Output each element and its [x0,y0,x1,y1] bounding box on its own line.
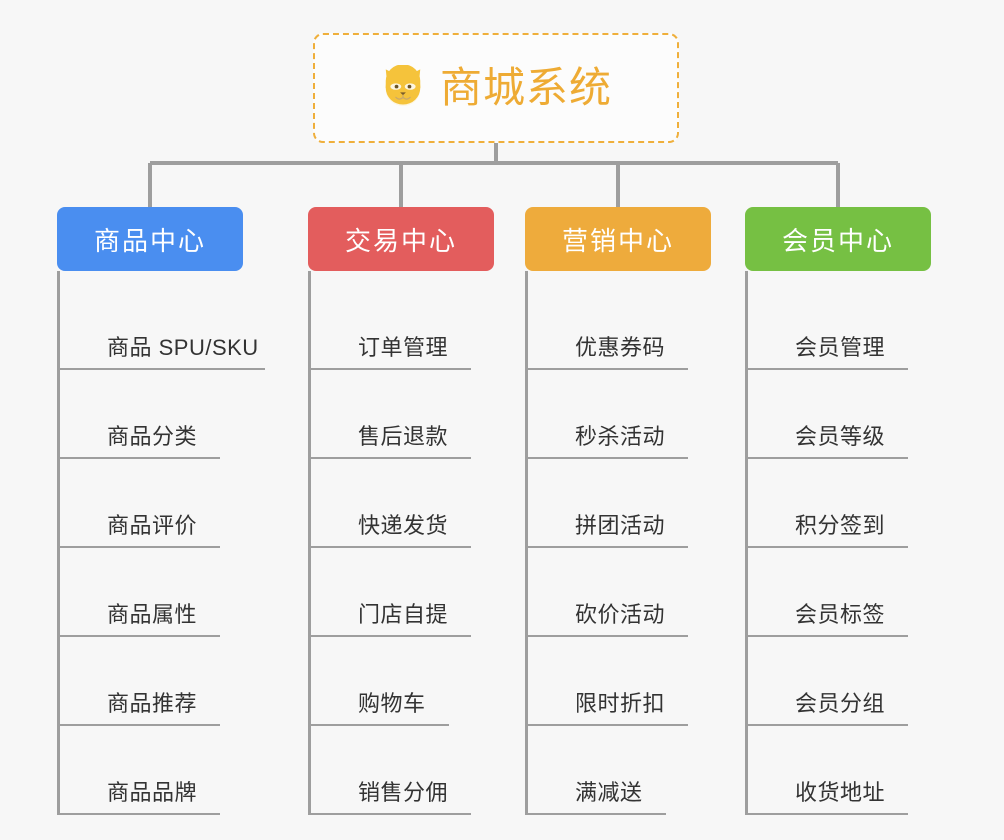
leaf-label: 商品 SPU/SKU [107,335,259,360]
category-box-2[interactable]: 营销中心 [525,207,711,271]
leaf-label: 拼团活动 [575,513,666,538]
leaf-label: 会员分组 [795,691,886,716]
leaf-item[interactable]: 优惠券码 [528,281,755,370]
leaf-item[interactable]: 拼团活动 [528,459,755,548]
leaf-underline [748,368,908,370]
leaf-item[interactable]: 销售分佣 [311,726,538,815]
category-box-0[interactable]: 商品中心 [57,207,243,271]
leaf-underline [748,813,908,815]
leaf-underline [748,457,908,459]
leaf-item[interactable]: 商品推荐 [60,637,287,726]
leaf-underline [748,546,908,548]
leaf-label: 限时折扣 [575,691,666,716]
leaf-item[interactable]: 秒杀活动 [528,370,755,459]
leaf-item[interactable]: 会员分组 [748,637,975,726]
category-column-0: 商品中心商品 SPU/SKU 商品分类商品评价商品属性商品推荐商品品牌 [57,207,287,815]
leaf-underline [60,724,220,726]
leaf-item[interactable]: 会员等级 [748,370,975,459]
leaf-label: 快递发货 [358,513,449,538]
leaf-item[interactable]: 商品属性 [60,548,287,637]
leaf-underline [528,368,688,370]
leaf-underline [528,724,688,726]
category-children-2: 优惠券码秒杀活动拼团活动砍价活动限时折扣满减送 [525,271,755,815]
leaf-underline [311,635,471,637]
leaf-item[interactable]: 购物车 [311,637,538,726]
leaf-underline [528,813,666,815]
leaf-label: 会员等级 [795,424,886,449]
leaf-label: 售后退款 [358,424,449,449]
leaf-underline [528,546,688,548]
leaf-label: 积分签到 [795,513,886,538]
leaf-item[interactable]: 售后退款 [311,370,538,459]
leaf-label: 商品属性 [107,602,198,627]
leaf-label: 优惠券码 [575,335,666,360]
leaf-label: 商品推荐 [107,691,198,716]
leaf-label: 秒杀活动 [575,424,666,449]
category-children-3: 会员管理会员等级积分签到会员标签会员分组收货地址 [745,271,975,815]
leaf-underline [311,813,471,815]
leaf-underline [528,635,688,637]
root-node[interactable]: 商城系统 [313,33,679,143]
leaf-label: 会员标签 [795,602,886,627]
shiba-dog-face-icon [385,65,421,106]
leaf-item[interactable]: 商品品牌 [60,726,287,815]
leaf-underline [60,368,265,370]
leaf-underline [311,457,471,459]
leaf-underline [60,546,220,548]
leaf-label: 满减送 [575,780,643,805]
leaf-item[interactable]: 收货地址 [748,726,975,815]
leaf-label: 砍价活动 [575,602,666,627]
leaf-item[interactable]: 商品分类 [60,370,287,459]
category-label: 商品中心 [93,225,206,256]
leaf-underline [60,457,220,459]
leaf-underline [60,635,220,637]
leaf-label: 商品评价 [107,513,198,538]
leaf-label: 商品品牌 [107,780,198,805]
leaf-label: 商品分类 [107,424,198,449]
category-label: 营销中心 [561,225,674,256]
leaf-item[interactable]: 商品 SPU/SKU [60,281,287,370]
category-column-1: 交易中心订单管理售后退款快递发货门店自提购物车销售分佣 [308,207,538,815]
leaf-underline [748,635,908,637]
category-label: 交易中心 [344,225,457,256]
leaf-underline [528,457,688,459]
leaf-item[interactable]: 商品评价 [60,459,287,548]
leaf-label: 门店自提 [358,602,449,627]
leaf-underline [748,724,908,726]
leaf-label: 销售分佣 [358,780,449,805]
leaf-item[interactable]: 订单管理 [311,281,538,370]
category-children-1: 订单管理售后退款快递发货门店自提购物车销售分佣 [308,271,538,815]
leaf-label: 订单管理 [358,335,449,360]
leaf-item[interactable]: 快递发货 [311,459,538,548]
leaf-underline [311,724,449,726]
leaf-item[interactable]: 积分签到 [748,459,975,548]
root-title: 商城系统 [439,64,612,111]
category-box-3[interactable]: 会员中心 [745,207,931,271]
category-children-0: 商品 SPU/SKU 商品分类商品评价商品属性商品推荐商品品牌 [57,271,287,815]
category-label: 会员中心 [781,225,894,256]
leaf-item[interactable]: 会员标签 [748,548,975,637]
leaf-label: 收货地址 [795,780,886,805]
leaf-label: 会员管理 [795,335,886,360]
leaf-underline [60,813,220,815]
leaf-item[interactable]: 门店自提 [311,548,538,637]
leaf-label: 购物车 [358,691,426,716]
leaf-item[interactable]: 限时折扣 [528,637,755,726]
leaf-underline [311,368,471,370]
leaf-item[interactable]: 砍价活动 [528,548,755,637]
leaf-underline [311,546,471,548]
category-column-3: 会员中心会员管理会员等级积分签到会员标签会员分组收货地址 [745,207,975,815]
leaf-item[interactable]: 会员管理 [748,281,975,370]
category-box-1[interactable]: 交易中心 [308,207,494,271]
leaf-item[interactable]: 满减送 [528,726,755,815]
category-column-2: 营销中心优惠券码秒杀活动拼团活动砍价活动限时折扣满减送 [525,207,755,815]
